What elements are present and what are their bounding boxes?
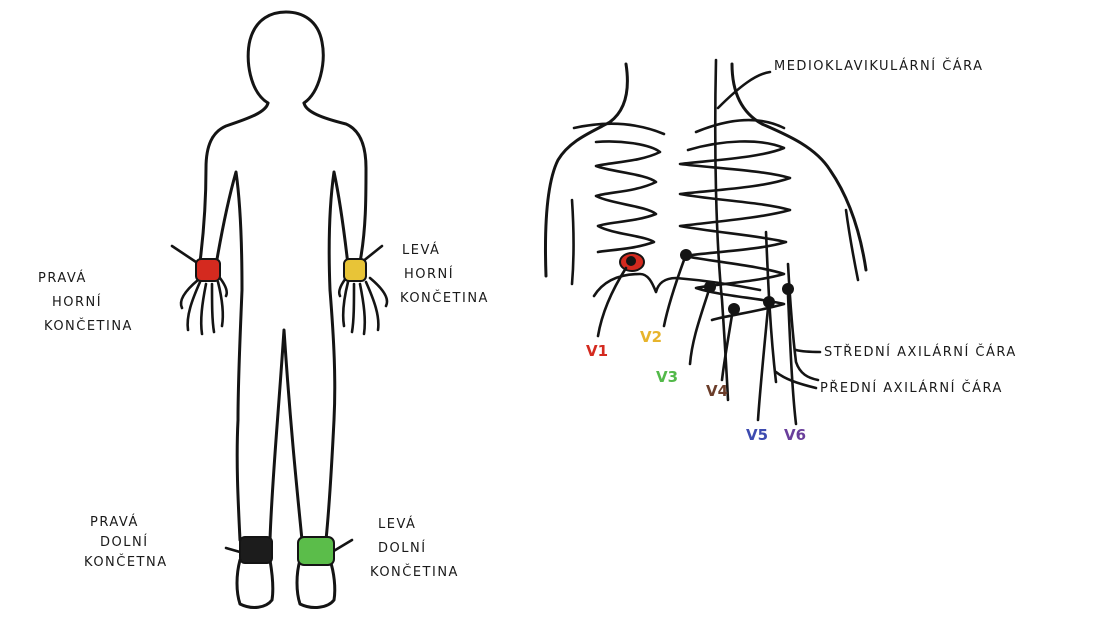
inner-legs xyxy=(270,330,302,540)
ribs-right xyxy=(680,141,790,320)
limb-label-line: KONČETINA xyxy=(370,564,459,580)
limb-label-line: DOLNÍ xyxy=(100,534,149,550)
lead-leaders xyxy=(598,260,796,424)
electrode-right-leg xyxy=(240,537,272,563)
limb-label-line: KONČETINA xyxy=(400,290,489,306)
limb-label-right-lower: PRAVÁ DOLNÍ KONČETNA xyxy=(84,514,168,570)
leader-v2 xyxy=(664,260,684,326)
chest-neck-right xyxy=(732,64,866,270)
ribs-left xyxy=(596,141,660,252)
torso-side-right xyxy=(846,210,858,280)
electrode-v4 xyxy=(728,303,740,315)
electrode-v5 xyxy=(763,296,775,308)
limb-label-line: DOLNÍ xyxy=(378,540,427,556)
electrode-right-arm xyxy=(196,259,220,281)
label-mid-axillary: STŘEDNÍ AXILÁRNÍ ČÁRA xyxy=(824,344,1017,360)
limb-label-line: PRAVÁ xyxy=(90,514,139,530)
limb-label-line: LEVÁ xyxy=(402,242,440,258)
left-foot xyxy=(297,560,335,607)
left-hand xyxy=(339,278,387,334)
torso-side-left xyxy=(572,200,574,284)
electrode-v3 xyxy=(704,281,716,293)
limb-label-line: PRAVÁ xyxy=(38,270,87,286)
limb-label-left-lower: LEVÁ DOLNÍ KONČETINA xyxy=(370,516,459,580)
leader-v5 xyxy=(758,308,768,420)
body-figure xyxy=(172,12,387,607)
head-outline xyxy=(248,12,323,103)
electrode-v1 xyxy=(626,256,636,266)
electrode-left-leg xyxy=(298,537,334,565)
lead-label-v5: V5 xyxy=(746,426,768,444)
electrode-left-arm xyxy=(344,259,366,281)
lead-label-v3: V3 xyxy=(656,368,678,386)
anterior-axillary-leader xyxy=(776,372,816,388)
midclavicular-leader xyxy=(718,72,770,108)
clavicle-right xyxy=(696,120,784,132)
leader-v3 xyxy=(690,293,708,364)
limb-label-left-upper: LEVÁ HORNÍ KONČETINA xyxy=(400,242,489,306)
right-foot xyxy=(237,560,273,607)
lead-label-v4: V4 xyxy=(706,382,728,400)
lead-label-v1: V1 xyxy=(586,342,608,360)
limb-label-line: KONČETINA xyxy=(44,318,133,334)
limb-label-line: HORNÍ xyxy=(52,294,102,310)
lead-label-v6: V6 xyxy=(784,426,806,444)
right-hand xyxy=(181,278,227,334)
limb-label-right-upper: PRAVÁ HORNÍ KONČETINA xyxy=(38,270,133,334)
limb-label-line: LEVÁ xyxy=(378,516,416,532)
electrode-v2 xyxy=(680,249,692,261)
limb-label-line: KONČETNA xyxy=(84,554,168,570)
mid-axillary-leader xyxy=(796,350,820,352)
torso-left xyxy=(216,172,242,540)
limb-label-line: HORNÍ xyxy=(404,266,454,282)
leader-v1 xyxy=(598,268,626,336)
torso-right xyxy=(326,172,348,540)
label-anterior-axillary: PŘEDNÍ AXILÁRNÍ ČÁRA xyxy=(820,380,1003,396)
electrode-v6 xyxy=(782,283,794,295)
label-midclavicular: MEDIOKLAVIKULÁRNÍ ČÁRA xyxy=(774,58,984,74)
lead-label-v2: V2 xyxy=(640,328,662,346)
